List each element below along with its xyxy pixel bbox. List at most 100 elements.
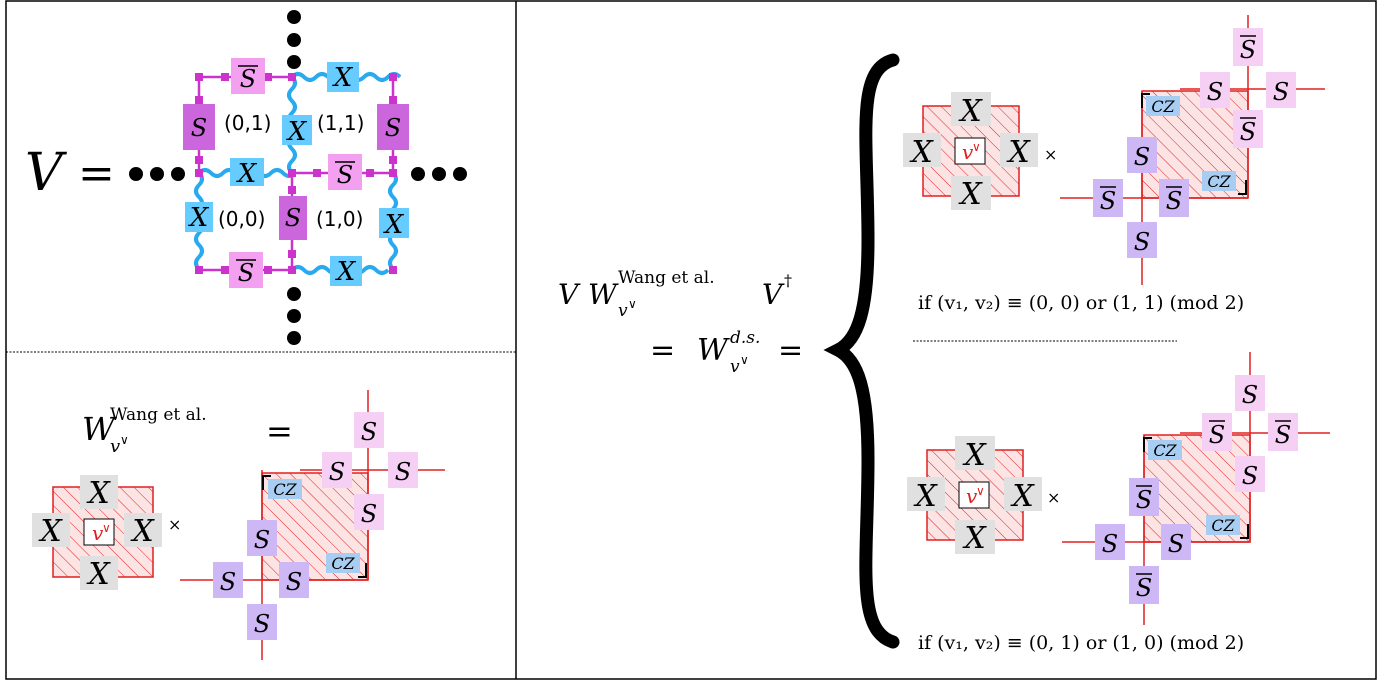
svg-text:W: W [588, 278, 619, 311]
svg-text:S: S [191, 114, 207, 142]
svg-text:v: v [966, 484, 978, 508]
svg-text:V: V [558, 278, 581, 311]
svg-text:X: X [962, 521, 987, 556]
svg-text:CZ: CZ [1207, 172, 1231, 191]
svg-text:X: X [962, 438, 987, 473]
svg-text:S: S [361, 500, 377, 528]
op-sbar-bottom: S [229, 252, 263, 288]
svg-text:×: × [1044, 145, 1057, 164]
right-panel: V W Wang et al. v ∨ V † = W d.s. v ∨ = X… [558, 15, 1330, 654]
svg-text:S: S [1102, 530, 1118, 558]
svg-text:S: S [254, 526, 270, 554]
svg-text:X: X [909, 135, 934, 170]
svg-text:CZ: CZ [1153, 441, 1177, 460]
V-symbol: V [25, 143, 67, 203]
op-sbar-top: S [231, 58, 265, 94]
svg-text:X: X [335, 257, 357, 287]
svg-text:S: S [1100, 187, 1116, 215]
op-x-center-vertical: X [282, 115, 312, 147]
svg-text:v: v [92, 521, 104, 545]
op-x-middle-horizontal: X [230, 158, 264, 189]
svg-text:X: X [958, 177, 983, 212]
svg-text:X: X [1006, 135, 1031, 170]
op-x-right-bottom: X [379, 208, 409, 240]
svg-text:S: S [1242, 462, 1258, 490]
svg-text:V: V [762, 278, 785, 311]
svg-text:X: X [913, 479, 938, 514]
panel-borders [5, 0, 1377, 680]
cell-label-10: (1,0) [316, 207, 363, 231]
bottom-left-panel: W Wang et al. v ∨ = X X X X v ∨ × [32, 390, 445, 660]
svg-text:=: = [778, 333, 803, 368]
equation-lhs: V W Wang et al. v ∨ V † = W d.s. v ∨ = [558, 268, 803, 377]
svg-text:∨: ∨ [972, 140, 981, 154]
svg-text:X: X [38, 514, 63, 549]
svg-text:S: S [1168, 530, 1184, 558]
svg-text:W: W [697, 333, 730, 368]
cell-label-00: (0,0) [218, 207, 265, 231]
svg-text:S: S [254, 610, 270, 638]
w-wang-label: W Wang et al. v ∨ = [82, 405, 293, 457]
op-x-bottom: X [330, 256, 362, 287]
svg-text:S: S [1166, 187, 1182, 215]
svg-text:W: W [82, 410, 118, 448]
svg-text:S: S [286, 568, 302, 596]
svg-text:S: S [220, 568, 236, 596]
condition-top: if (v₁, v₂) ≡ (0, 0) or (1, 1) (mod 2) [918, 292, 1244, 314]
svg-text:v: v [730, 357, 740, 377]
svg-text:X: X [86, 557, 111, 592]
svg-text:S: S [1242, 381, 1258, 409]
svg-text:v: v [962, 140, 974, 164]
svg-text:S: S [1275, 421, 1291, 449]
svg-text:X: X [1010, 479, 1035, 514]
op-x-top: X [327, 62, 359, 93]
svg-text:S: S [337, 161, 353, 189]
svg-text:S: S [1209, 421, 1225, 449]
svg-text:S: S [1134, 143, 1150, 171]
svg-text:S: S [1136, 574, 1152, 602]
curly-brace [823, 53, 900, 649]
svg-text:CZ: CZ [1151, 97, 1175, 116]
svg-text:X: X [130, 514, 155, 549]
svg-text:X: X [383, 210, 405, 240]
svg-text:S: S [1240, 118, 1256, 146]
condition-bottom: if (v₁, v₂) ≡ (0, 1) or (1, 0) (mod 2) [918, 632, 1244, 654]
svg-text:∨: ∨ [102, 521, 111, 535]
svg-text:∨: ∨ [740, 353, 749, 367]
svg-text:S: S [329, 458, 345, 486]
svg-text:X: X [286, 117, 308, 147]
case-bottom: X X X X v ∨ × CZ CZ S S [907, 352, 1330, 654]
svg-text:S: S [1136, 486, 1152, 514]
svg-text:v: v [110, 436, 120, 457]
cell-label-11: (1,1) [317, 111, 364, 135]
svg-text:†: † [784, 271, 792, 290]
plaquette-operator: CZ CZ S S S S S S S S [180, 390, 445, 660]
svg-text:S: S [361, 418, 377, 446]
svg-text:CZ: CZ [1211, 516, 1235, 535]
svg-text:Wang et al.: Wang et al. [618, 268, 715, 288]
op-x-left-bottom: X [185, 202, 213, 233]
equals-sign: = [78, 148, 115, 199]
svg-text:S: S [1240, 36, 1256, 64]
svg-text:S: S [385, 114, 401, 142]
times-sign: × [168, 515, 181, 534]
ellipsis-dots [129, 10, 467, 345]
svg-text:X: X [188, 203, 210, 233]
op-sbar-middle: S [328, 154, 362, 190]
svg-text:∨: ∨ [628, 297, 637, 311]
svg-text:S: S [395, 458, 411, 486]
svg-text:S: S [1207, 78, 1223, 106]
svg-text:CZ: CZ [331, 554, 355, 573]
svg-text:X: X [332, 63, 354, 93]
op-s-left-top: S [183, 104, 215, 150]
case-top: X X X X v ∨ × CZ CZ S S [903, 15, 1325, 314]
svg-text:S: S [1134, 228, 1150, 256]
svg-text:∨: ∨ [976, 484, 985, 498]
top-left-panel: V = [25, 10, 467, 345]
svg-text:d.s.: d.s. [730, 328, 760, 348]
svg-text:X: X [86, 476, 111, 511]
svg-text:S: S [240, 65, 256, 93]
svg-text:v: v [618, 301, 628, 321]
svg-text:=: = [266, 412, 293, 450]
